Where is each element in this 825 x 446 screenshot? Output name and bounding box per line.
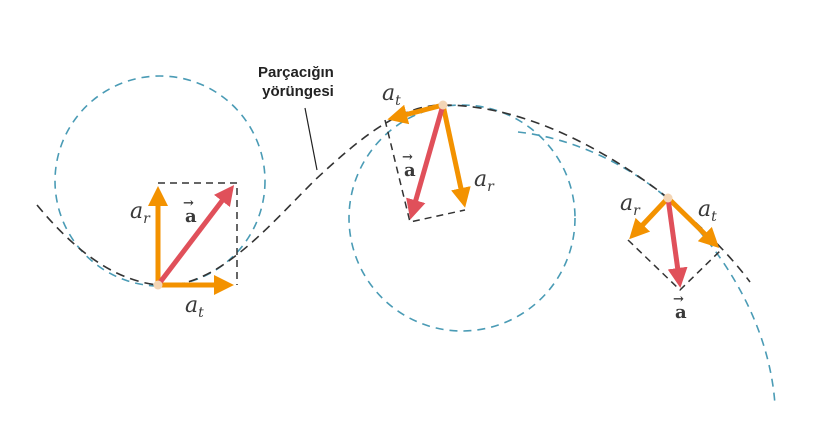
label-leader-line [304, 107, 318, 171]
radial-arrow-3 [629, 196, 670, 240]
curvature-circle-2 [348, 104, 576, 332]
tangential-arrow-2 [387, 102, 444, 125]
vector-a-label-3: a [675, 302, 687, 323]
total-accel-arrow-2 [406, 104, 446, 220]
radial-label-1: ar [130, 199, 151, 227]
curvature-circle-3 [517, 131, 776, 406]
vector-a-label-1: a [185, 206, 197, 227]
tangential-arrow-3 [666, 196, 720, 248]
total-accel-arrow-1 [156, 185, 235, 287]
trajectory-path [36, 104, 751, 286]
tangential-label-1: at [185, 293, 204, 321]
component-box-1 [158, 182, 238, 285]
vector-arrow-glyph-2: → [402, 150, 413, 165]
trajectory-label: Parçacığın yörüngesi [258, 64, 338, 100]
curvature-circle-1 [54, 75, 266, 287]
vector-arrow-glyph-3: → [673, 292, 684, 307]
total-accel-arrow-3 [665, 197, 688, 288]
tangential-label-2: at [382, 81, 401, 109]
radial-label-2: ar [474, 167, 495, 195]
vector-arrow-glyph-1: → [183, 196, 194, 211]
radial-arrow-2 [440, 104, 471, 208]
particle-2 [438, 100, 448, 110]
position-1: ar at a → [130, 185, 235, 321]
particle-3 [663, 193, 673, 203]
component-box-3 [627, 239, 722, 292]
tangential-label-3: at [698, 197, 717, 225]
particle-1 [153, 280, 163, 290]
position-3: ar at a → [620, 191, 720, 323]
position-2: at ar a → [382, 81, 495, 220]
vector-a-label-2: a [404, 160, 416, 181]
radial-label-3: ar [620, 191, 641, 219]
